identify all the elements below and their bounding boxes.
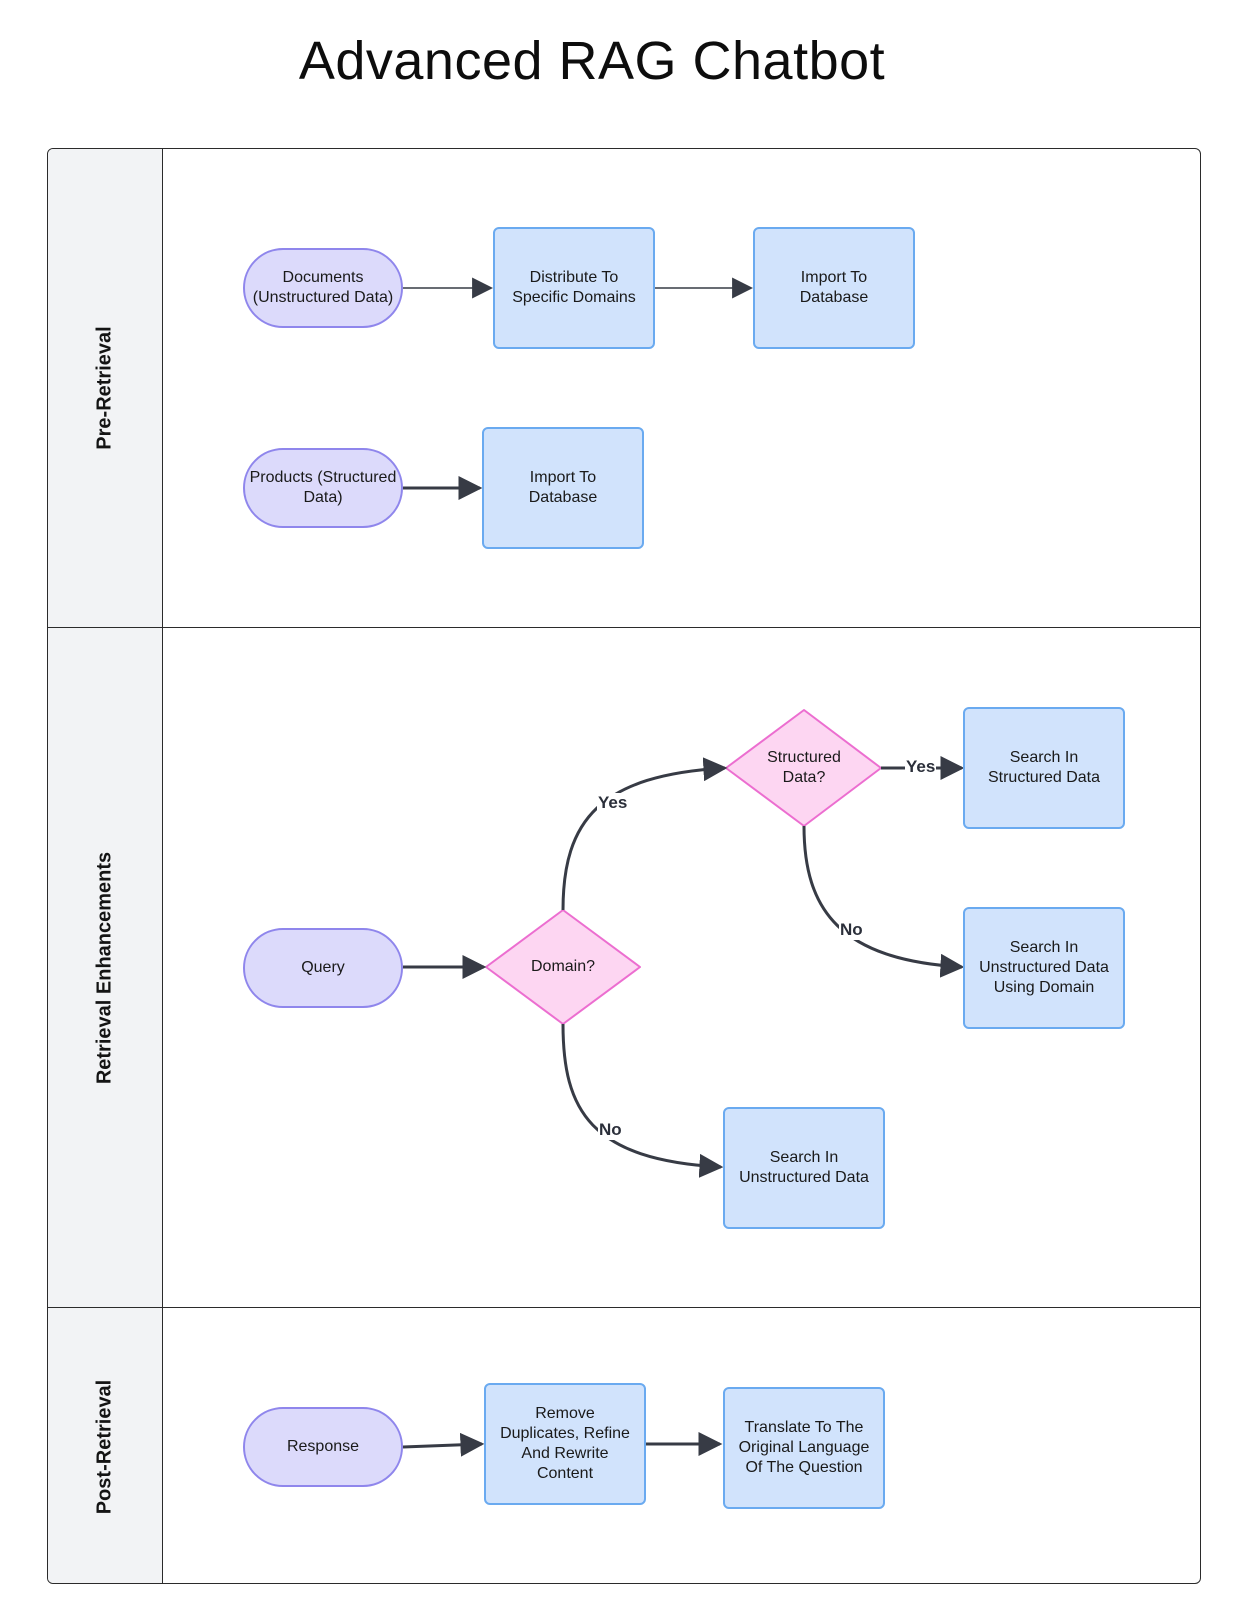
edge-domain-no	[561, 1023, 724, 1178]
edge-domain-yes	[561, 757, 728, 911]
node-search-unstructured[interactable]: Search In Unstructured Data	[723, 1107, 885, 1229]
lane-header-pre-retrieval: Pre-Retrieval	[48, 149, 163, 627]
node-search-unstructured-domain[interactable]: Search In Unstructured Data Using Domain	[963, 907, 1125, 1029]
lane-header-post-retrieval: Post-Retrieval	[48, 1308, 163, 1583]
node-documents[interactable]: Documents (Unstructured Data)	[243, 248, 403, 328]
lane-pre-retrieval: Pre-Retrieval	[48, 149, 1200, 627]
node-translate[interactable]: Translate To The Original Language Of Th…	[723, 1387, 885, 1509]
edge-label-domain-no: No	[598, 1120, 623, 1140]
edge-label-structured-no: No	[839, 920, 864, 940]
node-distribute-domains[interactable]: Distribute To Specific Domains	[493, 227, 655, 349]
lane-retrieval-enhancements: Retrieval Enhancements	[48, 627, 1200, 1307]
diagram-title: Advanced RAG Chatbot	[298, 31, 886, 91]
decision-structured-label: Structured Data?	[767, 749, 841, 786]
node-remove-duplicates[interactable]: Remove Duplicates, Refine And Rewrite Co…	[484, 1383, 646, 1505]
edge-label-structured-yes: Yes	[905, 757, 937, 777]
node-response[interactable]: Response	[243, 1407, 403, 1487]
node-import-database-structured[interactable]: Import To Database	[482, 427, 644, 549]
decision-domain-label: Domain?	[530, 958, 596, 975]
edge-response-to-remove	[402, 1432, 485, 1457]
lane-header-retrieval-enhancements: Retrieval Enhancements	[48, 628, 163, 1307]
edge-label-domain-yes: Yes	[597, 793, 629, 813]
swimlane-frame: Pre-Retrieval Retrieval Enhancements Pos…	[47, 148, 1201, 1584]
node-query[interactable]: Query	[243, 928, 403, 1008]
node-import-database-unstructured[interactable]: Import To Database	[753, 227, 915, 349]
node-products[interactable]: Products (Structured Data)	[243, 448, 403, 528]
node-search-structured[interactable]: Search In Structured Data	[963, 707, 1125, 829]
edge-structured-no	[802, 825, 965, 978]
lane-post-retrieval: Post-Retrieval	[48, 1307, 1200, 1583]
